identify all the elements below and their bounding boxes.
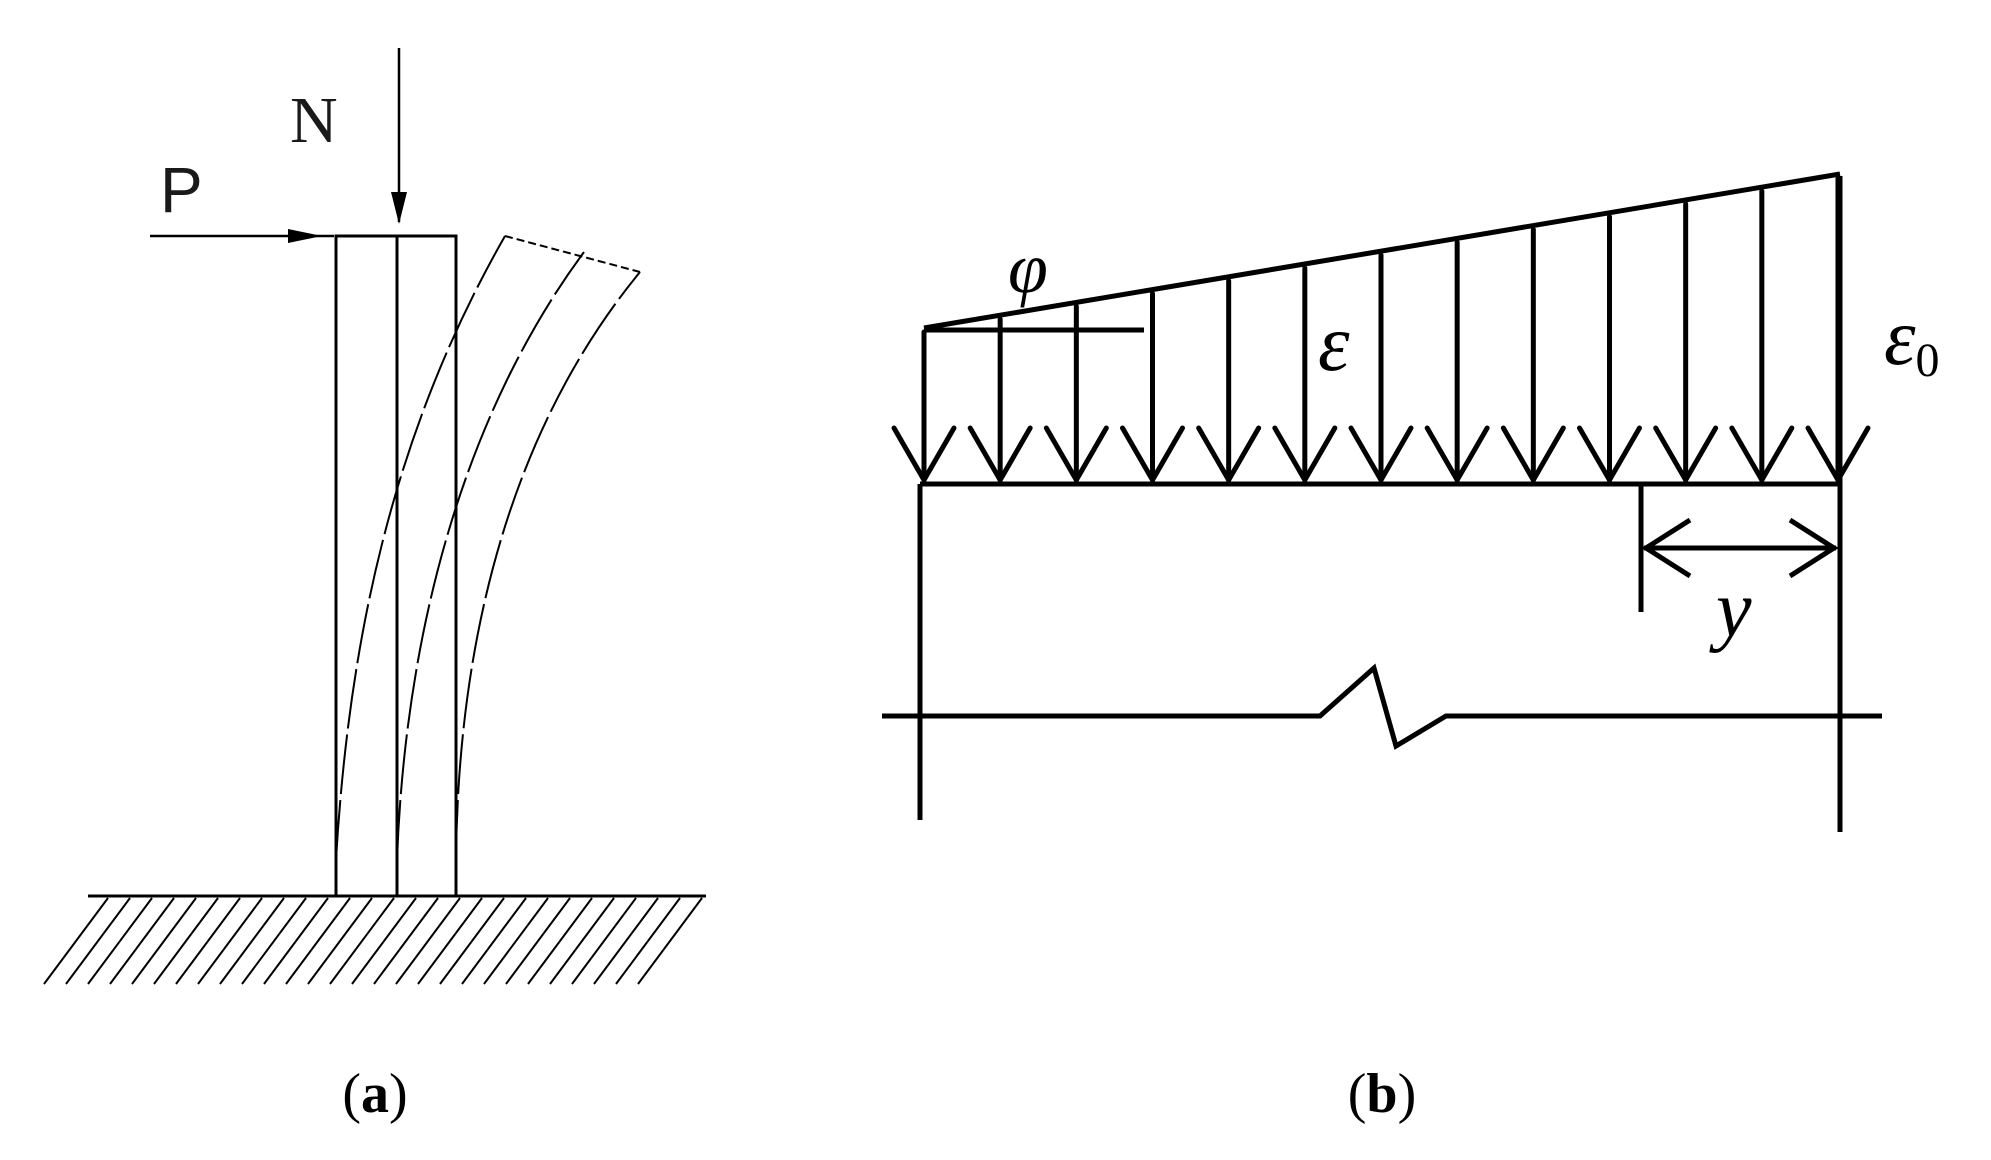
ground-hatch-stroke <box>571 897 637 985</box>
caption-a: (a) <box>342 1063 407 1125</box>
strain-arrow <box>1120 291 1185 486</box>
ground-hatch-stroke <box>109 897 175 985</box>
section-break-line <box>882 663 1882 750</box>
label-p: P <box>160 154 203 226</box>
label-y: y <box>1709 566 1752 654</box>
ground-hatch-stroke <box>461 897 527 985</box>
ground-hatch-stroke <box>153 897 219 985</box>
strain-arrow <box>967 316 1033 486</box>
ground-hatch-stroke <box>43 897 109 985</box>
strain-arrow <box>1653 201 1719 486</box>
ground-hatch-stroke <box>197 897 263 985</box>
deformed-column-right-edge <box>455 271 641 861</box>
ground-hatch-stroke <box>615 897 681 985</box>
strain-profile-line <box>923 171 1841 331</box>
label-n: N <box>290 84 338 157</box>
ground-hatch-stroke <box>87 897 153 985</box>
ground-hatch-stroke <box>241 897 307 985</box>
ground-hatch-stroke <box>395 897 461 985</box>
ground-hatch-stroke <box>175 897 241 985</box>
ground-hatch-stroke <box>329 897 395 985</box>
ground-hatch-stroke <box>219 897 285 985</box>
label-phi: φ <box>1008 228 1048 308</box>
label-epsilon: ε <box>1318 300 1350 388</box>
strain-arrow <box>1196 278 1262 486</box>
ground-hatch-stroke <box>131 897 197 985</box>
label-epsilon-0: ε0 <box>1884 294 1940 387</box>
ground-hatch-stroke <box>549 897 615 985</box>
deformed-column-centre <box>396 251 585 861</box>
ground-hatch-stroke <box>417 897 483 985</box>
panel-b-strain-distribution: φ ε ε0 y (b) <box>882 171 1940 1125</box>
strain-arrow <box>1043 303 1109 486</box>
ground-hatch-stroke <box>483 897 549 985</box>
ground-hatch-stroke <box>65 897 131 985</box>
panel-a-cantilever-column: N P (a) <box>43 48 706 1125</box>
caption-b: (b) <box>1348 1063 1416 1125</box>
ground-hatch-stroke <box>263 897 329 985</box>
ground-hatch-stroke <box>527 897 593 985</box>
y-dimension-arrowhead-right <box>1788 517 1839 579</box>
ground-hatch-stroke <box>351 897 417 985</box>
ground-hatch-stroke <box>307 897 373 985</box>
ground-hatch-stroke <box>505 897 571 985</box>
strain-arrow <box>1272 265 1338 486</box>
lateral-load-arrowhead <box>288 229 322 243</box>
deformed-column-left-edge <box>335 235 506 861</box>
strain-arrow <box>1577 214 1642 486</box>
strain-arrow <box>891 329 957 486</box>
ground-hatching <box>43 897 703 985</box>
ground-hatch-stroke <box>373 897 439 985</box>
strain-arrow <box>1424 239 1490 486</box>
axial-load-arrowhead <box>391 192 407 224</box>
y-dimension-arrowhead-left <box>1641 517 1692 579</box>
ground-hatch-stroke <box>285 897 351 985</box>
strain-arrow <box>1729 188 1795 486</box>
strain-arrow <box>1348 252 1414 486</box>
ground-hatch-stroke <box>439 897 505 985</box>
ground-hatch-stroke <box>637 897 703 985</box>
ground-hatch-stroke <box>593 897 659 985</box>
strain-arrows <box>891 175 1871 486</box>
strain-arrow <box>1500 227 1566 486</box>
